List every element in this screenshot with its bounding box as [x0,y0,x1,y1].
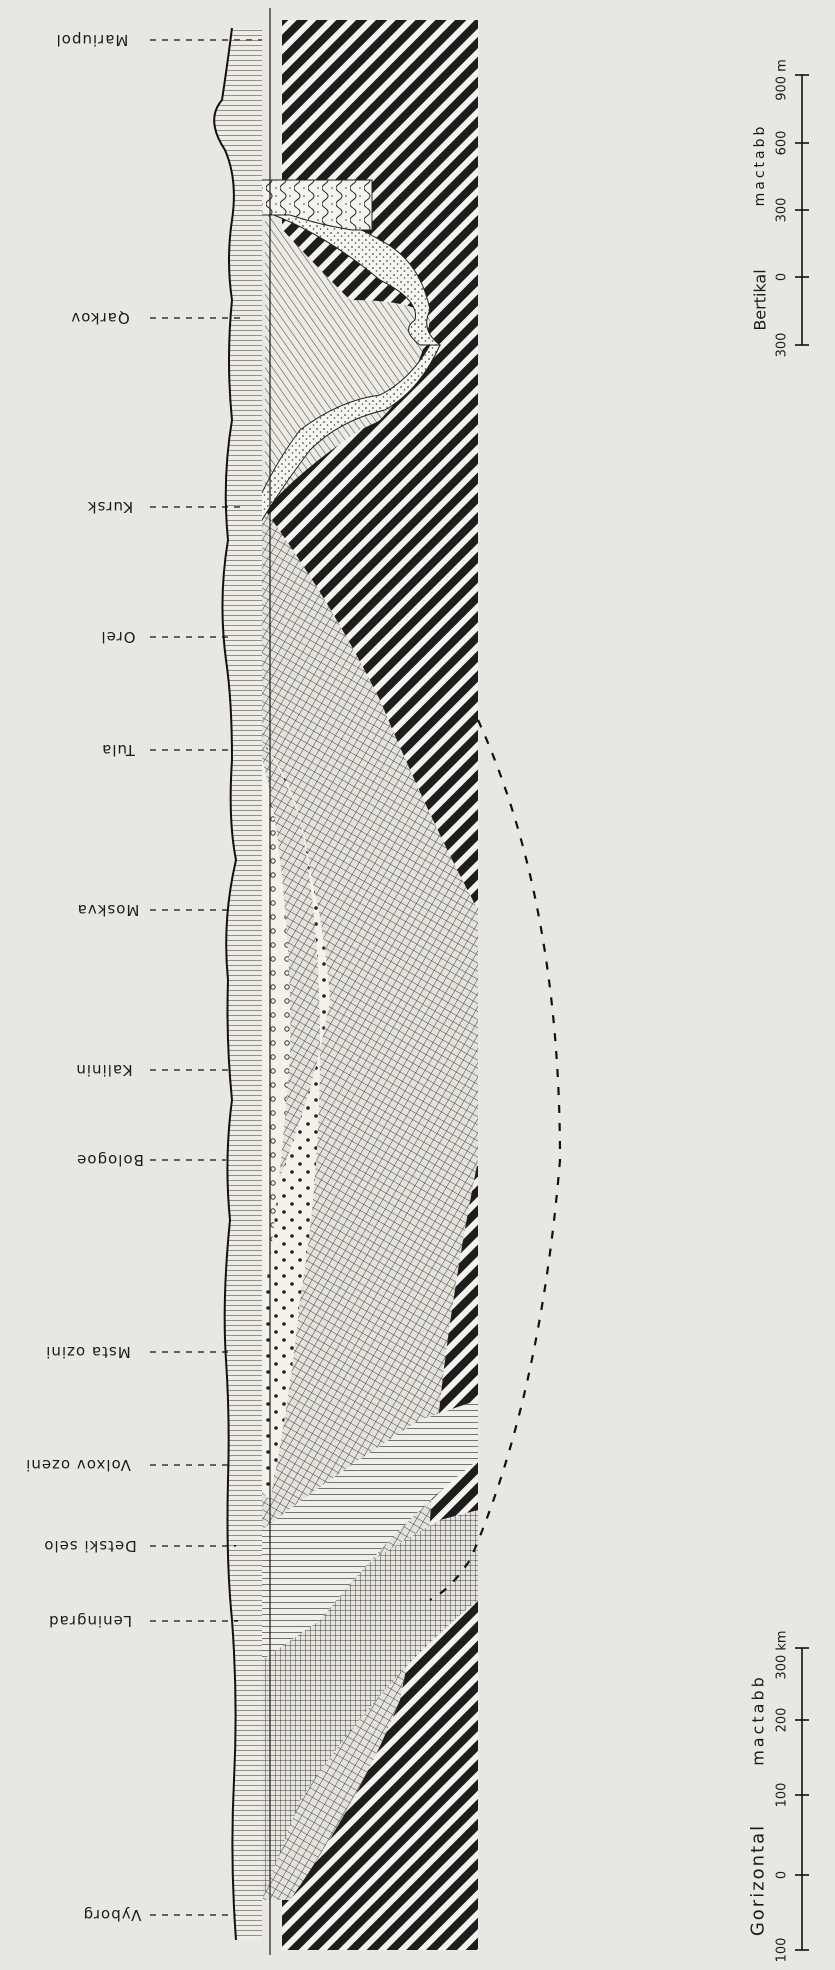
place-label-qarkov: Qarkov [70,309,129,327]
place-label-kursk: Kursk [87,498,133,516]
place-label-msta: Msta ozini [45,1343,131,1361]
place-label-moskva: Moskva [77,901,140,919]
place-label-volxov: Volxov ozeni [25,1456,131,1474]
horizontal-scale-subtitle: mactabb [749,1674,768,1766]
place-label-detskoye: Detski selo [43,1537,137,1555]
vertical-scale-tick-2: 300 [775,198,790,223]
surface-crust [214,28,262,1940]
place-label-orel: Orel [100,628,135,646]
place-label-mariupol: Mariupol [56,31,129,49]
vertical-scale-tick-1: 0 [775,273,790,281]
horizontal-scale-tick-3: 200 [775,1708,790,1733]
place-label-kalinin: Kalinin [75,1061,132,1079]
place-label-vyborg: Vyborg [83,1906,142,1924]
horizontal-scale-tick-2: 100 [775,1783,790,1808]
place-label-bologoye: Bologoe [76,1151,144,1169]
vertical-scale-bar [795,75,809,345]
horizontal-scale-bar [795,1648,809,1950]
place-label-tula: Tula [101,741,135,759]
vertical-scale-title: Bertikal [751,269,770,330]
horizontal-scale-tick-1: 0 [775,1871,790,1879]
vertical-scale-tick-3: 600 [775,131,790,156]
horizontal-scale-title: Gorizontal [748,1824,769,1936]
vertical-scale-tick-0: 300 [775,333,790,358]
place-label-leningrad: Leningrad [48,1612,132,1630]
vertical-scale-tick-4: 900 m [775,59,790,101]
horizontal-scale-tick-4: 300 km [775,1630,790,1679]
vertical-scale-subtitle: mactabb [752,124,768,207]
horizontal-scale-tick-0: 100 [775,1938,790,1963]
